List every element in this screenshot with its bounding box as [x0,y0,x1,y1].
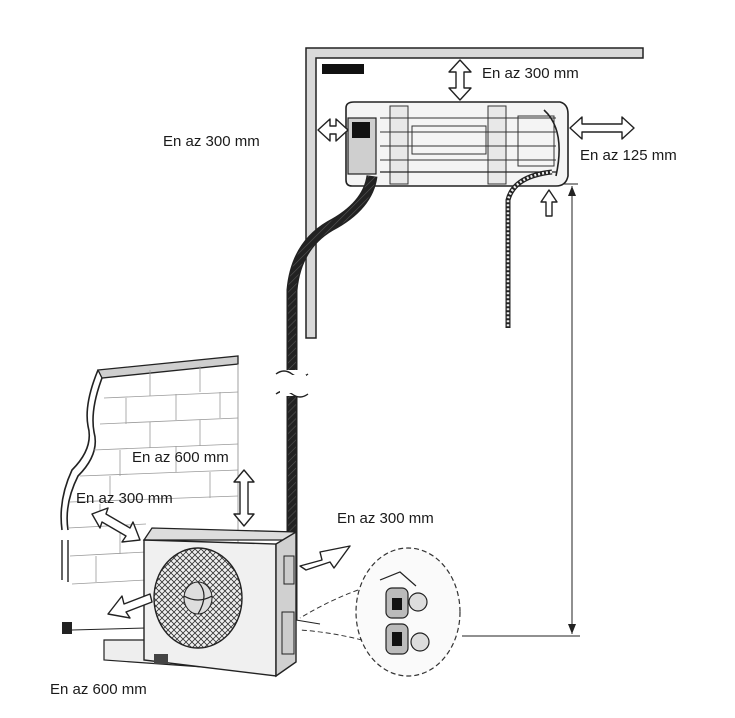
indoor-wall [305,47,644,339]
top-clearance-label: En az 300 mm [482,65,579,82]
drain-hose [505,169,553,328]
right-clearance-label: En az 125 mm [580,147,677,164]
outdoor-front-clearance-label: En az 600 mm [50,681,147,698]
outdoor-front-clearance-arrow [107,593,153,619]
left-clearance-arrow [317,118,349,142]
outdoor-right-clearance-arrow [299,545,351,571]
outdoor-top-clearance-label: En az 600 mm [132,449,229,466]
outdoor-unit [103,527,321,678]
top-clearance-arrow [448,59,472,101]
indoor-unit [345,101,569,187]
outdoor-top-clearance-arrow [233,469,255,527]
left-clearance-label: En az 300 mm [163,133,260,150]
wall-marker [322,64,364,74]
right-clearance-arrow [569,116,635,140]
outdoor-left-clearance-arrow [91,507,141,543]
outdoor-left-clearance-label: En az 300 mm [76,490,173,507]
outdoor-right-clearance-label: En az 300 mm [337,510,434,527]
height-dimension-line [462,183,580,637]
valve-detail-callout [299,547,461,677]
height-reference-arrow [540,189,558,217]
